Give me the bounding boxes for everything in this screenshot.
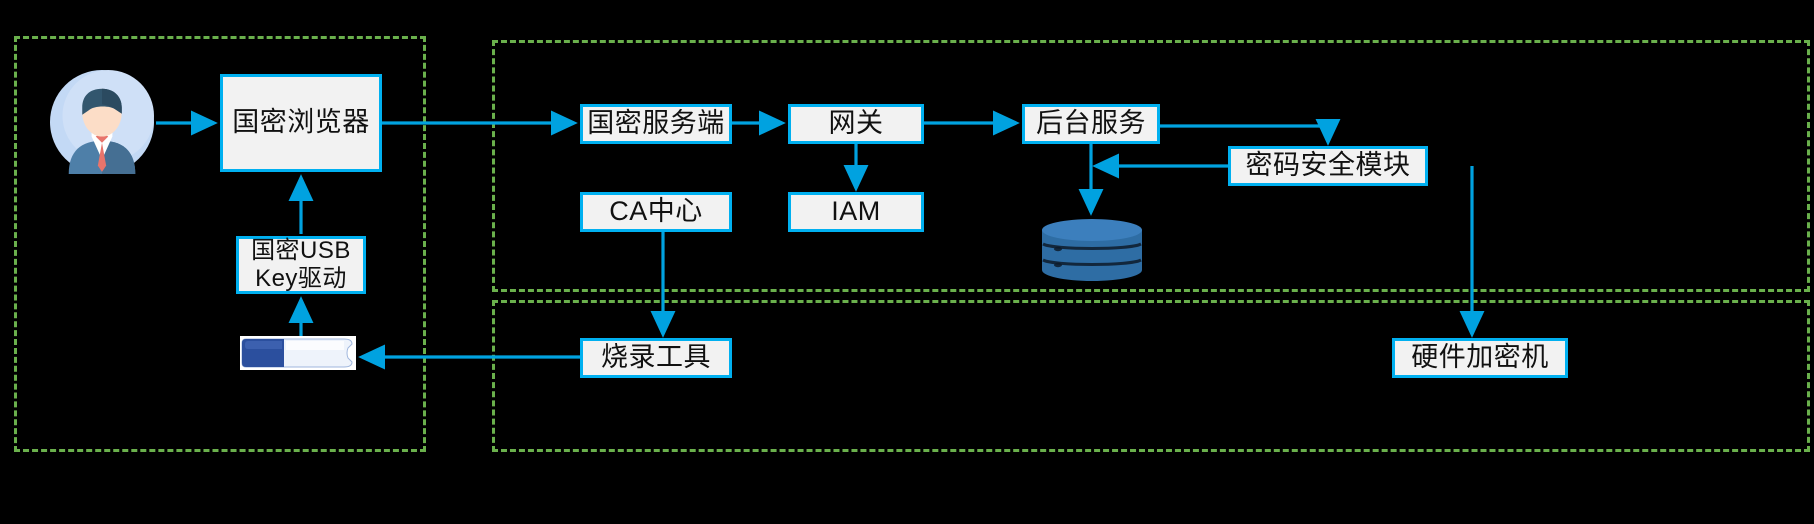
node-gateway-label: 网关 <box>828 108 884 139</box>
node-burn-tool[interactable]: 烧录工具 <box>580 338 732 378</box>
node-ca-center-label: CA中心 <box>609 196 703 227</box>
node-gm-browser[interactable]: 国密浏览器 <box>220 74 382 172</box>
node-hsm[interactable]: 硬件加密机 <box>1392 338 1568 378</box>
database-icon <box>1042 219 1142 281</box>
node-ca-center[interactable]: CA中心 <box>580 192 732 232</box>
usb-key-icon <box>240 336 356 370</box>
node-backend-service[interactable]: 后台服务 <box>1022 104 1160 144</box>
node-gm-usbkey-driver[interactable]: 国密USB Key驱动 <box>236 236 366 294</box>
node-hsm-label: 硬件加密机 <box>1411 342 1549 373</box>
user-avatar-icon <box>50 70 154 174</box>
panel-client-zone <box>14 36 426 452</box>
node-crypto-security-module[interactable]: 密码安全模块 <box>1228 146 1428 186</box>
panel-server-zone-lower <box>492 300 1810 452</box>
node-burn-tool-label: 烧录工具 <box>601 342 711 373</box>
node-gm-usbkey-driver-label-line1: 国密USB <box>251 237 351 265</box>
node-iam-label: IAM <box>831 196 881 227</box>
node-gm-browser-label: 国密浏览器 <box>232 107 370 138</box>
node-gateway[interactable]: 网关 <box>788 104 924 144</box>
node-gm-server[interactable]: 国密服务端 <box>580 104 732 144</box>
node-iam[interactable]: IAM <box>788 192 924 232</box>
panel-server-zone-upper <box>492 40 1810 292</box>
node-gm-server-label: 国密服务端 <box>587 108 725 139</box>
node-gm-usbkey-driver-label-line2: Key驱动 <box>255 265 347 292</box>
node-backend-service-label: 后台服务 <box>1036 108 1146 139</box>
node-crypto-security-module-label: 密码安全模块 <box>1245 150 1411 181</box>
